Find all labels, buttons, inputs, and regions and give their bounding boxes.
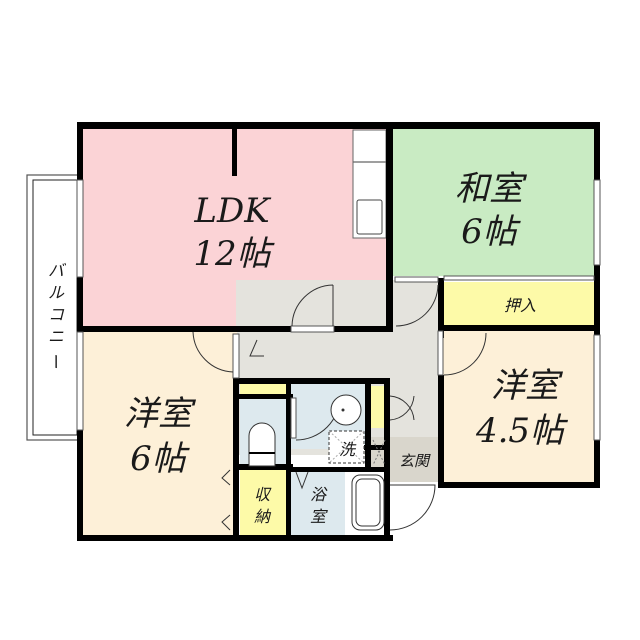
ldk-size: 12帖 <box>193 234 275 274</box>
balcony-label: バ ル コ ニ ー <box>46 261 67 369</box>
genkan-label: 玄関 <box>399 452 431 470</box>
sliding-doors <box>232 275 595 439</box>
door-swings <box>192 284 487 531</box>
kitchen-counter <box>352 129 387 239</box>
washer-space <box>328 430 365 464</box>
washitsu-size: 6帖 <box>461 212 522 252</box>
yoshitsu-west-size: 6帖 <box>130 439 191 479</box>
yoshitsu-west-label: 洋室 <box>124 394 197 434</box>
washitsu-label: 和室 <box>455 169 528 209</box>
oshiire-label: 押入 <box>504 296 536 315</box>
ldk-label: LDK <box>193 191 272 231</box>
bathtub <box>351 474 385 531</box>
balcony <box>26 174 80 441</box>
yoshitsu-east-room <box>443 330 596 485</box>
genkan <box>390 437 440 482</box>
shoe-closet <box>371 386 384 428</box>
washitsu-room <box>392 128 596 276</box>
shuno-label-2: 納 <box>254 507 272 526</box>
svg-text:バ: バ <box>48 261 67 280</box>
shuno-closet <box>240 470 287 535</box>
wash-basin <box>330 394 362 426</box>
bathroom-label-2: 室 <box>310 507 328 526</box>
windows <box>76 179 601 441</box>
bathroom-label-1: 浴 <box>310 485 328 504</box>
toilet-fixture <box>248 422 276 467</box>
walls <box>77 122 600 541</box>
svg-text:ニ: ニ <box>48 327 64 346</box>
svg-text:コ: コ <box>48 305 65 324</box>
washer-label: 洗 <box>339 440 357 459</box>
yoshitsu-east-label: 洋室 <box>491 366 564 406</box>
shuno-label-1: 収 <box>254 485 272 504</box>
oshiire-closet <box>443 282 596 327</box>
svg-text:ル: ル <box>48 283 65 302</box>
genkan-x-box <box>372 439 386 466</box>
svg-text:ー: ー <box>46 352 65 369</box>
toilet-shelf <box>240 383 288 395</box>
yoshitsu-east-size: 4.5帖 <box>475 411 569 451</box>
